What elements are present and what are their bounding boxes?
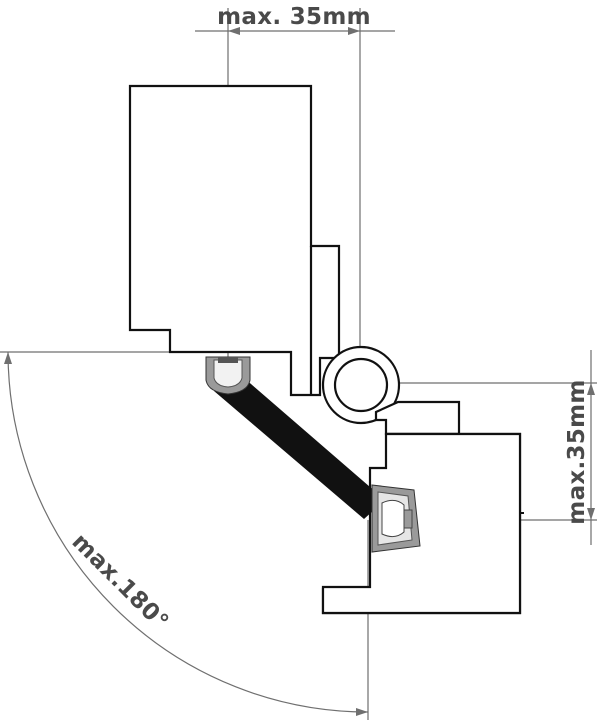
top-gasket [205, 356, 251, 395]
right-dimension-label: max.35mm [564, 379, 590, 524]
right-dimension: max.35mm [392, 350, 597, 545]
top-dimension: max. 35mm [195, 4, 395, 372]
angle-dimension: max.180° [0, 351, 369, 720]
seal-strip [214, 371, 385, 519]
top-dimension-label: max. 35mm [217, 4, 371, 30]
hinge-knuckle [321, 345, 401, 425]
frame-body [321, 432, 522, 615]
angle-dimension-label: max.180° [67, 529, 174, 636]
hinge-plate [374, 400, 461, 436]
side-gasket [371, 484, 421, 553]
door-leaf [128, 84, 341, 397]
